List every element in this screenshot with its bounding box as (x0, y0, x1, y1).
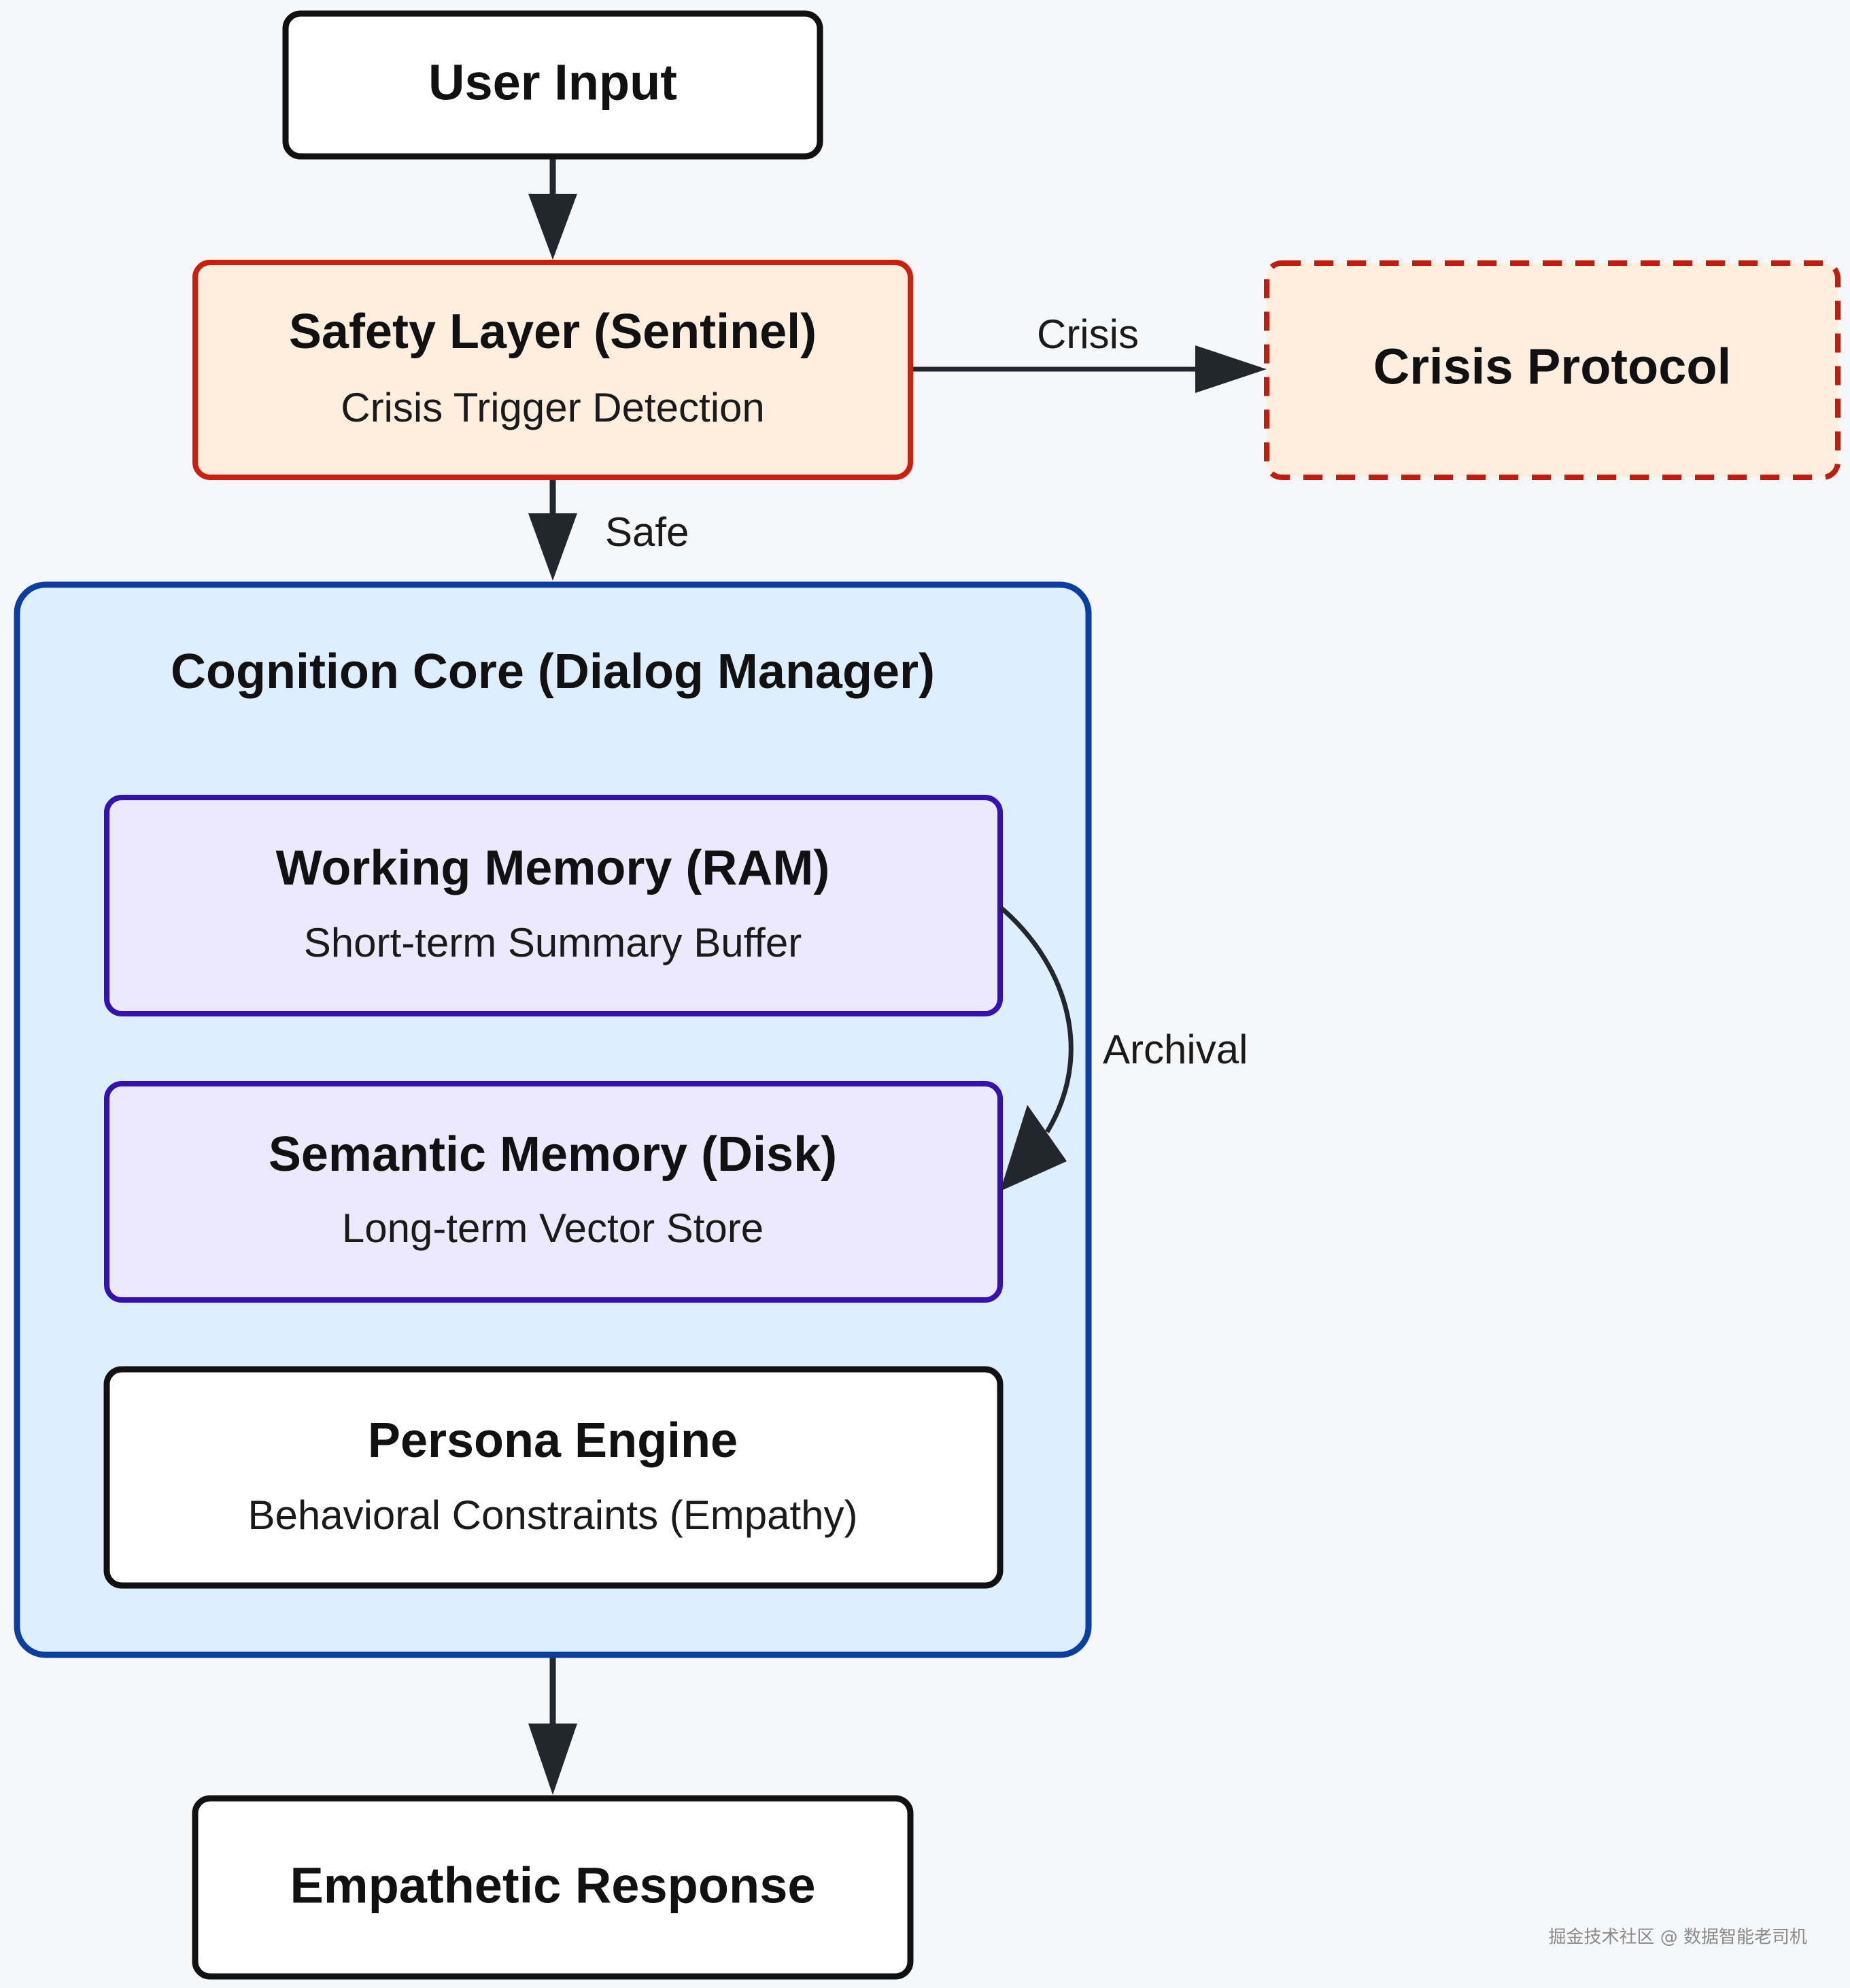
archival-edge-label: Archival (1103, 1027, 1248, 1072)
edge-safety-to-crisis: Crisis (911, 311, 1267, 393)
edge-input-to-safety (528, 156, 577, 260)
working-memory-subtitle: Short-term Summary Buffer (304, 920, 802, 965)
node-semantic-memory: Semantic Memory (Disk) Long-term Vector … (104, 1081, 1003, 1303)
semantic-memory-title: Semantic Memory (Disk) (269, 1127, 837, 1182)
persona-engine-title: Persona Engine (368, 1413, 738, 1468)
safety-layer-subtitle: Crisis Trigger Detection (341, 385, 765, 430)
node-persona-engine: Persona Engine Behavioral Constraints (E… (103, 1366, 1004, 1589)
crisis-edge-label: Crisis (1037, 311, 1139, 357)
semantic-memory-subtitle: Long-term Vector Store (342, 1205, 764, 1251)
empathetic-response-title: Empathetic Response (290, 1857, 815, 1914)
edge-archival: Archival (999, 906, 1248, 1191)
safety-layer-title: Safety Layer (Sentinel) (289, 305, 817, 359)
node-working-memory: Working Memory (RAM) Short-term Summary … (104, 795, 1003, 1016)
edge-safety-to-core: Safe (528, 477, 689, 581)
node-safety-layer: Safety Layer (Sentinel) Crisis Trigger D… (192, 260, 913, 480)
crisis-protocol-title: Crisis Protocol (1373, 339, 1731, 395)
safe-edge-label: Safe (605, 509, 689, 555)
node-empathetic-response: Empathetic Response (192, 1795, 914, 1980)
user-input-title: User Input (428, 54, 677, 111)
cognition-core-title: Cognition Core (Dialog Manager) (171, 645, 935, 699)
edge-core-to-response (528, 1655, 577, 1795)
node-crisis-protocol: Crisis Protocol (1264, 260, 1840, 480)
persona-engine-subtitle: Behavioral Constraints (Empathy) (247, 1492, 857, 1538)
watermark-text: 掘金技术社区 @ 数据智能老司机 (1548, 1927, 1807, 1948)
node-user-input: User Input (282, 10, 823, 160)
working-memory-title: Working Memory (RAM) (276, 841, 830, 895)
